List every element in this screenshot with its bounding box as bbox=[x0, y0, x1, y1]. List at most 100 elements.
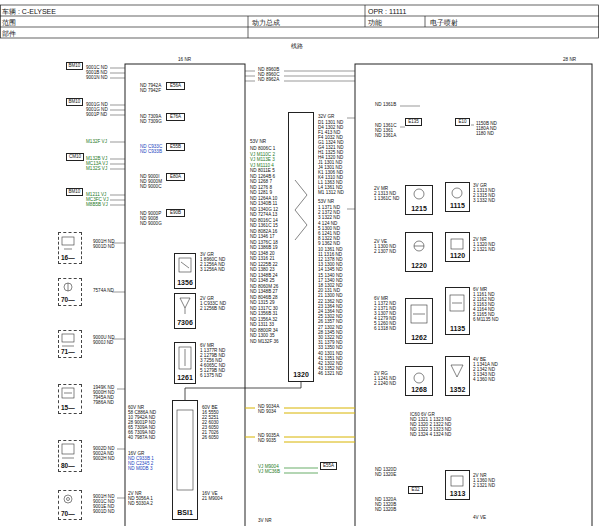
wire-label: ND 1311 33 bbox=[250, 323, 274, 328]
wire-label: ND 8060M 26 bbox=[250, 285, 278, 290]
wire-label: 6V MR bbox=[473, 288, 487, 293]
component-number: BM10 bbox=[69, 64, 81, 69]
component-number: 1135 bbox=[450, 325, 465, 332]
wire-label: 4 1279 ND bbox=[374, 317, 396, 322]
wire-label: 5 1279B ND bbox=[200, 369, 225, 374]
wire-label: M1211 VJ bbox=[86, 193, 106, 198]
wire-label: ND 1225B 22 bbox=[250, 263, 278, 268]
wire-label: ND 1320E bbox=[375, 473, 396, 478]
wire-label: 21 1300 ND bbox=[318, 294, 343, 299]
sensor-icon-box: 70— bbox=[58, 278, 82, 306]
wire-label: 9001P ND bbox=[86, 113, 107, 118]
wire-label: MC13A VJ bbox=[86, 162, 108, 167]
wire-label: 6V MR bbox=[374, 297, 388, 302]
wire-label: 25 1302 ND bbox=[318, 315, 343, 320]
wire-label: H4 1320 ND bbox=[318, 156, 343, 161]
wire-label: 10 7942A ND bbox=[128, 416, 155, 421]
wire-label: M132F VJ bbox=[86, 140, 107, 145]
wire-harness bbox=[185, 382, 301, 400]
wire-label: 9001D ND bbox=[93, 245, 114, 250]
wire-label: 9001C ND bbox=[86, 66, 107, 71]
wire-label: 9001H ND bbox=[93, 495, 114, 500]
wire-label: 23 6050 bbox=[202, 426, 219, 431]
wire-label: 9000J ND bbox=[93, 341, 113, 346]
wire-label: ND 1321 1 1323 ND bbox=[410, 418, 451, 423]
component-number: E90B bbox=[170, 211, 181, 216]
wire-label: ND 1340G 12 bbox=[250, 208, 278, 213]
wire-label: 4V BE bbox=[473, 358, 486, 363]
wire-label: 6 1375 ND bbox=[200, 374, 222, 379]
wire-label: VJ M113E 3 bbox=[250, 158, 275, 163]
wire-label: 3 1332 ND bbox=[473, 199, 495, 204]
component-number: 1220 bbox=[411, 262, 427, 269]
wire-label: ND 9034A bbox=[258, 405, 279, 410]
wire-label: 1 C933C ND bbox=[200, 302, 226, 307]
wire-label: ND 1320 2 1322 ND bbox=[410, 423, 451, 428]
component-box: 1135 bbox=[445, 287, 470, 335]
wire-label: ND 9000G bbox=[140, 222, 162, 227]
component-number: 1268 bbox=[411, 386, 427, 393]
wire-label: M8B5B VJ bbox=[86, 203, 108, 208]
wire-label: ND 1320A bbox=[375, 498, 396, 503]
wire-label: 3 1256A ND bbox=[200, 268, 225, 273]
wire-label: VJ M9004 bbox=[258, 465, 279, 470]
wire-label: 53V NR bbox=[250, 140, 266, 145]
component-number: 1261 bbox=[177, 374, 193, 381]
wire-label: 58 C886A ND bbox=[128, 411, 156, 416]
wire-label: ND 1300 35 bbox=[250, 334, 275, 339]
wire-label: 15 1340 ND bbox=[318, 274, 343, 279]
wire-label: M1 1312 ND bbox=[318, 191, 344, 196]
wire-label: L1 1363 ND bbox=[318, 181, 343, 186]
wire-label: 1 1361C ND bbox=[374, 197, 399, 202]
wire-label: L4 1361 ND bbox=[318, 186, 343, 191]
wire-label: 1 1341A ND bbox=[473, 363, 498, 368]
wire-label: ND 9000C bbox=[140, 185, 161, 190]
component-number: E55A bbox=[323, 464, 334, 469]
wire-label: 17 1340 ND bbox=[318, 279, 343, 284]
connector-tag: E10 bbox=[455, 118, 470, 126]
wire-label: 1949K ND bbox=[93, 386, 114, 391]
component-number: 1320 bbox=[293, 371, 309, 378]
header-cell: 动力总成 bbox=[252, 19, 280, 26]
wire-label: 60V BE bbox=[202, 406, 218, 411]
wire-label: 30 1322 ND bbox=[318, 336, 343, 341]
wire-label: 21 7026 bbox=[202, 431, 219, 436]
component-number: 70— bbox=[61, 297, 75, 304]
component-number: 1356 bbox=[177, 279, 193, 286]
wire-label: 12 1378 ND bbox=[318, 258, 343, 263]
connector-tag: E55A bbox=[320, 462, 337, 470]
component-number: E56A bbox=[170, 84, 181, 89]
header-cell: 功能 bbox=[368, 19, 382, 26]
wire-label: 3 7256 ND bbox=[200, 359, 222, 364]
wire-label: 22 5251 bbox=[202, 416, 219, 421]
wire-label: 5 1260 ND bbox=[374, 322, 396, 327]
wire-label: 18 1302 ND bbox=[318, 284, 343, 289]
connector-tag: E135 bbox=[405, 118, 422, 126]
wire-label: ND 1376C 18 bbox=[250, 241, 278, 246]
component-number: BM10 bbox=[69, 190, 81, 195]
wire-label: ND 9035 bbox=[258, 439, 276, 444]
wire-label: 22 6030 bbox=[202, 421, 219, 426]
wire-label: ND 1348B 27 bbox=[250, 290, 278, 295]
wire-label: D4 1302 ND bbox=[318, 126, 343, 131]
header-cell: 电子喷射 bbox=[430, 19, 458, 26]
sensor-icon-box: 71— bbox=[58, 330, 82, 358]
wire-label: 9002D ND bbox=[93, 447, 114, 452]
wire-label: 6 1318 ND bbox=[374, 327, 396, 332]
connector-tag: E32 bbox=[408, 486, 423, 494]
wire-label: ND 7309A bbox=[140, 115, 161, 120]
component-number: BM10 bbox=[69, 100, 81, 105]
component-number: 70— bbox=[61, 511, 75, 518]
wire-label: K4 1310 ND bbox=[318, 176, 343, 181]
wire-label: ND 9035A bbox=[258, 434, 279, 439]
component-number: 7306 bbox=[177, 319, 193, 326]
wire-label: ND 1386B 19 bbox=[250, 246, 278, 251]
wire-label: 4 1164 ND bbox=[473, 308, 495, 313]
wire-label: ND 7942A bbox=[140, 84, 161, 89]
wire-label: 3V GR bbox=[200, 253, 214, 258]
wire-label: 7574A ND bbox=[93, 289, 114, 294]
wire-label: 9000H ND bbox=[93, 391, 114, 396]
wire-label: 3V GR bbox=[473, 184, 487, 189]
wire-label: 7945A ND bbox=[93, 396, 114, 401]
